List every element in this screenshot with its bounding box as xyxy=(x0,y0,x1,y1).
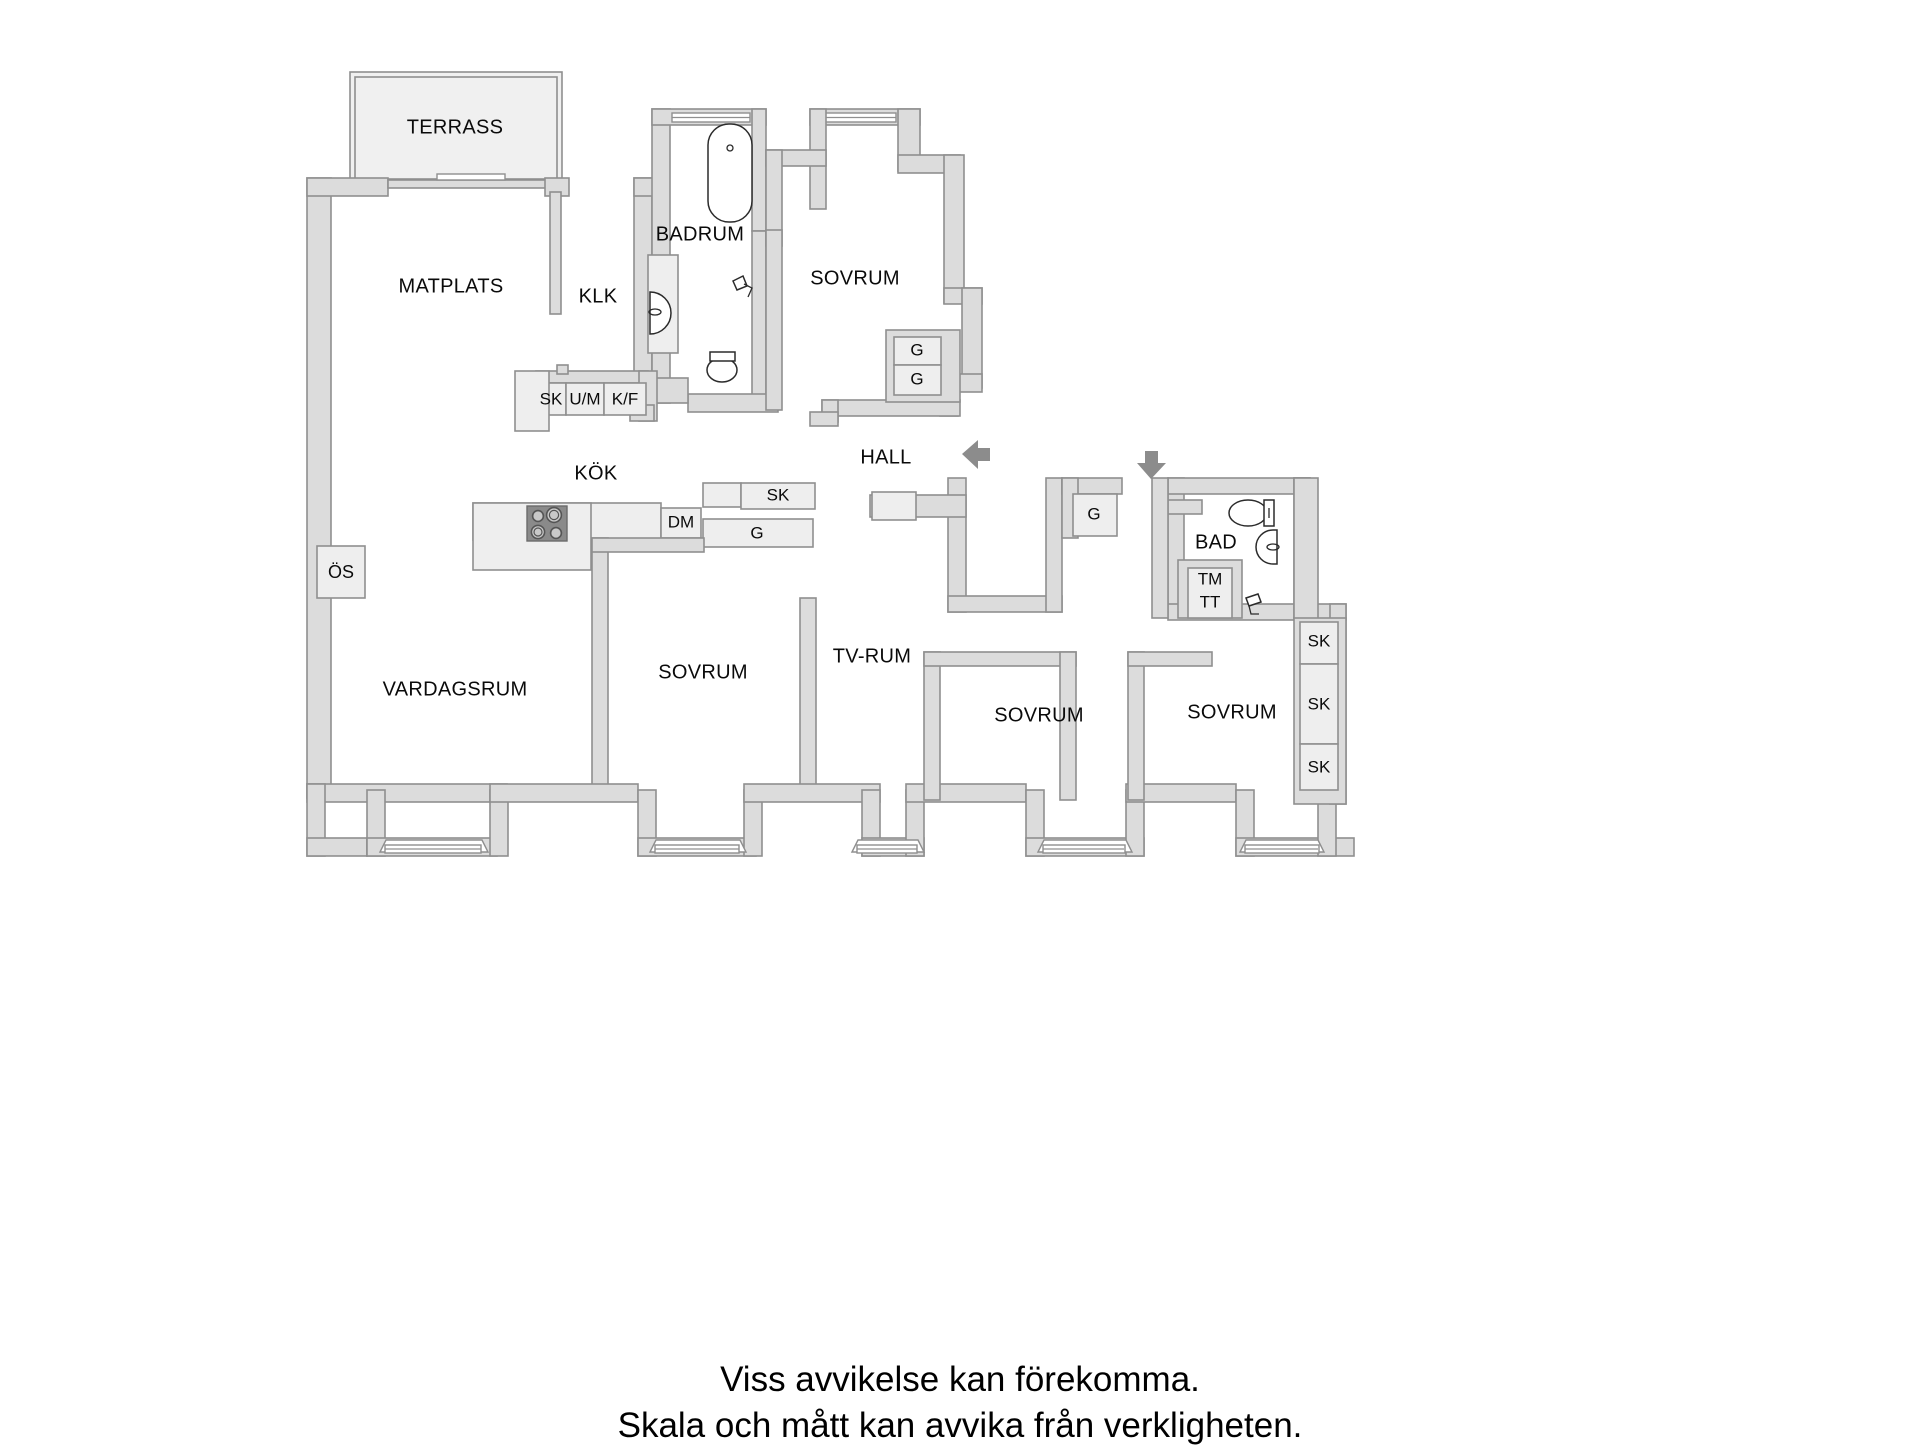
unit-label-sk-right-1: SK xyxy=(1308,631,1331,650)
room-label-vardagsrum: VARDAGSRUM xyxy=(383,678,528,700)
room-label-sovrum-right-b: SOVRUM xyxy=(1187,701,1277,723)
unit-label-sk-kitchen: SK xyxy=(540,389,563,408)
closet-group-top-sovrum xyxy=(893,336,942,396)
disclaimer-caption: Viss avvikelse kan förekomma. Skala och … xyxy=(0,1357,1920,1449)
unit-label-um: U/M xyxy=(569,389,600,408)
window-bay-5 xyxy=(1238,839,1326,854)
window-bay-2 xyxy=(648,839,748,854)
entrance-arrow-right xyxy=(1137,451,1166,479)
shower-mixer-icon xyxy=(732,274,753,298)
kitchen-appliance-run xyxy=(514,364,658,432)
room-labels: TERRASS MATPLATS KLK BADRUM SOVRUM KÖK H… xyxy=(383,116,1277,726)
toilet-bad-icon xyxy=(1228,499,1275,527)
terrass-area xyxy=(349,71,563,185)
room-label-kok: KÖK xyxy=(574,462,617,484)
unit-label-kf: K/F xyxy=(612,389,638,408)
bathtub-icon xyxy=(707,123,753,223)
room-label-matplats: MATPLATS xyxy=(398,275,503,297)
entrance-arrow-left xyxy=(962,440,990,469)
floor-drain-icon xyxy=(1245,593,1262,615)
unit-label-os: ÖS xyxy=(328,562,354,582)
unit-label-dm: DM xyxy=(668,512,694,531)
caption-line-1: Viss avvikelse kan förekomma. xyxy=(720,1360,1200,1399)
room-label-hall: HALL xyxy=(860,446,911,468)
unit-labels: ÖS SK U/M K/F DM SK G G G G TM TT SK SK … xyxy=(328,340,1331,776)
room-label-klk: KLK xyxy=(579,285,618,307)
washbasin-klk-icon xyxy=(647,254,679,354)
window-bay-4 xyxy=(1036,839,1134,854)
room-label-bad: BAD xyxy=(1195,531,1237,553)
window-bay-3 xyxy=(850,839,926,854)
room-label-tv-rum: TV-RUM xyxy=(833,645,911,667)
room-label-badrum: BADRUM xyxy=(656,223,744,245)
floor-plan-root: TERRASS MATPLATS KLK BADRUM SOVRUM KÖK H… xyxy=(306,71,1355,1445)
kitchen-counter xyxy=(472,482,816,571)
room-label-sovrum-top: SOVRUM xyxy=(810,267,900,289)
room-label-sovrum-mid: SOVRUM xyxy=(658,661,748,683)
unit-label-g-sov-1: G xyxy=(910,340,923,359)
room-label-terrass: TERRASS xyxy=(407,116,504,138)
unit-label-g-hall: G xyxy=(1087,504,1100,523)
fireplace-os xyxy=(316,545,366,599)
unit-label-tt: TT xyxy=(1200,592,1221,611)
bay-windows xyxy=(378,839,1326,854)
window-bay-1 xyxy=(378,839,490,854)
unit-label-tm: TM xyxy=(1198,569,1223,588)
room-label-sovrum-right-a: SOVRUM xyxy=(994,704,1084,726)
toilet-badrum-icon xyxy=(706,351,738,383)
unit-label-sk-island: SK xyxy=(767,485,790,504)
caption-line-2: Skala och mått kan avvika från verklighe… xyxy=(617,1406,1303,1446)
washbasin-bad-icon xyxy=(1255,529,1280,565)
unit-label-g-island: G xyxy=(750,523,763,542)
lower-partitions xyxy=(306,477,1355,857)
unit-label-sk-right-3: SK xyxy=(1308,757,1331,776)
unit-label-g-sov-2: G xyxy=(910,369,923,388)
floor-plan-drawing: TERRASS MATPLATS KLK BADRUM SOVRUM KÖK H… xyxy=(306,71,1355,857)
unit-label-sk-right-2: SK xyxy=(1308,694,1331,713)
